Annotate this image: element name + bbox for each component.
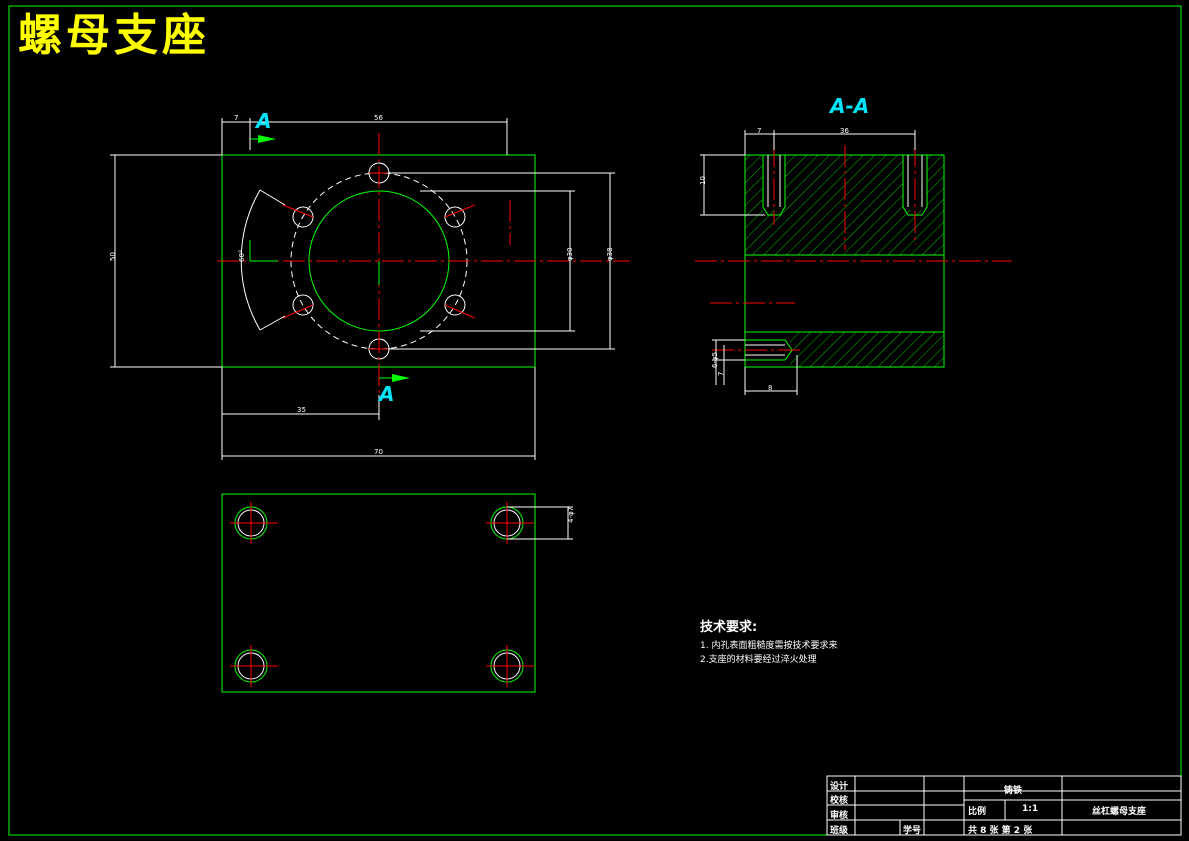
tb-scale-label: 比例 [968,807,987,817]
sec-dim-7: 7 [757,127,761,135]
dim-top-7: 7 [234,114,238,122]
bottom-dim-holes: 4-φ7 [567,507,575,523]
sec-dim-10: 10 [699,176,707,185]
bottom-view-outline [221,493,536,693]
tech-req-item-1: 1. 内孔表面粗糙度需按技术要求来 [700,641,838,651]
section-hatch-lower [790,332,944,367]
front-center-lines [217,133,630,395]
dim-angle: 60° [238,250,246,262]
drawing-border [8,5,1182,836]
dim-dia-38: φ38 [606,247,614,261]
technical-requirements: 技术要求: 1. 内孔表面粗糙度需按技术要求来 2.支座的材料要经过淬火处理 [700,616,837,667]
sec-dim-holes: 6-φ5 [711,352,719,368]
tech-req-heading: 技术要求: [700,620,758,635]
dim-top-56: 56 [374,114,383,122]
title-block [826,775,1182,836]
dim-dia-30: φ30 [566,247,574,261]
section-arrow-top [258,135,276,143]
dim-height-50: 50 [109,252,117,261]
section-arrow-bottom [392,374,410,382]
dim-bottom-70: 70 [374,448,383,456]
drawing-title: 螺母支座 [18,10,210,61]
section-marker-bottom: A [377,382,394,406]
tech-req-item-2: 2.支座的材料要经过淬火处理 [700,655,817,665]
tb-scale-value: 1:1 [1022,804,1039,814]
front-view: 60° 7 56 50 φ30 φ38 [109,109,630,460]
tb-material: 铸铁 [1004,786,1023,796]
hole-center-ticks [282,172,476,350]
sec-dim-8: 8 [768,384,772,392]
section-marker-top: A [254,109,271,133]
tb-part-name: 丝杠螺母支座 [1092,807,1147,817]
tb-sheets: 共 8 张 第 2 张 [968,826,1033,836]
tb-student-no: 学号 [903,826,922,836]
tb-class: 班级 [830,826,849,836]
section-view: A-A [695,94,1012,395]
sec-dim-36: 36 [840,127,849,135]
bottom-view: 4-φ7 [221,493,575,693]
tb-design: 设计 [830,782,849,792]
tb-review: 审核 [830,811,849,821]
section-title: A-A [828,94,869,118]
sec-dim-7b: 7 [717,372,725,376]
tb-check: 校核 [830,796,849,806]
dim-bottom-35: 35 [297,406,306,414]
